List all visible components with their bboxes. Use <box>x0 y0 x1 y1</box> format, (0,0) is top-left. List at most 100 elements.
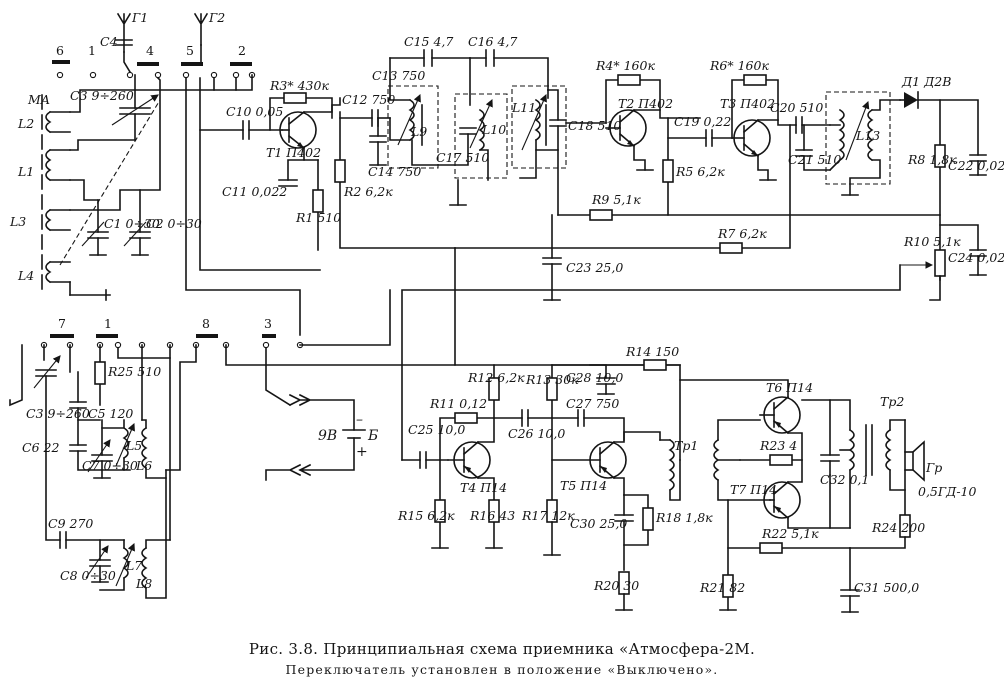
figure-caption-note: Переключатель установлен в положение «Вы… <box>285 662 719 677</box>
capacitor-c6 <box>69 419 131 471</box>
label-r15: R15 6,2к <box>397 508 455 523</box>
label-t1: T1 П402 <box>266 145 321 160</box>
switch-contact-7: 7 <box>58 316 66 331</box>
label-c16: C16 4,7 <box>468 34 517 49</box>
capacitor-c11 <box>278 159 305 187</box>
capacitor-c28 <box>589 364 616 395</box>
label-tr2: Tp2 <box>880 394 904 409</box>
label-c12: C12 750 <box>342 92 395 107</box>
label-c3-upper: C3 9÷260 <box>70 88 134 103</box>
label-r4: R4* 160к <box>595 58 655 73</box>
label-battery: Б <box>367 428 378 444</box>
switch-lower <box>40 334 304 349</box>
resistor-r7 <box>454 124 791 254</box>
label-c20: C20 510 <box>770 100 823 115</box>
battery <box>265 393 366 481</box>
label-c7: C7 0÷30 <box>82 458 138 473</box>
label-tr1: Tp1 <box>674 438 698 453</box>
figure-caption-title: Рис. 3.8. Принципиальная схема приемника… <box>248 640 756 658</box>
label-c28: C28 10,0 <box>566 370 623 385</box>
label-r12: R12 6,2к <box>467 370 525 385</box>
capacitor-c31 <box>840 547 860 613</box>
coils-l5-l6 <box>101 419 167 479</box>
label-r8: R8 1,8к <box>907 152 957 167</box>
resistor-r6 <box>731 74 779 139</box>
transistor-t2 <box>605 108 647 148</box>
label-l9: L9 <box>410 124 427 139</box>
switch-upper <box>52 60 256 79</box>
label-c9: C9 270 <box>48 516 93 531</box>
capacitor-c32 <box>820 454 840 476</box>
transistor-t6 <box>759 395 801 435</box>
resistor-r25 <box>94 344 106 406</box>
label-r2: R2 6,2к <box>343 184 393 199</box>
label-c10: C10 0,05 <box>226 104 283 119</box>
label-c17: C17 510 <box>436 150 489 165</box>
resistor-r14 <box>551 359 681 371</box>
label-r6: R6* 160к <box>709 58 769 73</box>
if-filter-l10 <box>411 57 508 181</box>
transformer-tr1-secondary <box>713 419 771 501</box>
transistor-t3 <box>731 118 771 158</box>
label-l13: L13 <box>855 128 880 143</box>
capacitor-c2 <box>123 189 151 256</box>
capacitor-c16 <box>469 49 549 91</box>
label-r22: R22 5,1к <box>761 526 819 541</box>
resistor-r23 <box>739 454 803 466</box>
label-c11: C11 0,022 <box>222 184 287 199</box>
label-c23: C23 25,0 <box>566 260 623 275</box>
label-c6: C6 22 <box>22 440 59 455</box>
label-r11: R11 0,12 <box>429 396 487 411</box>
label-r18: R18 1,8к <box>655 510 713 525</box>
resistor-r21 <box>719 499 737 611</box>
resistor-r13 <box>546 364 558 501</box>
label-d1: Д1 Д2В <box>901 74 951 89</box>
label-r1: R1 510 <box>295 210 341 225</box>
label-c25: C25 10,0 <box>408 422 465 437</box>
label-r25: R25 510 <box>107 364 161 379</box>
label-r23: R23 4 <box>759 438 797 453</box>
antenna-g2 <box>193 12 209 46</box>
label-c3-lower: C3 9÷260 <box>26 406 90 421</box>
label-r16: R16 43 <box>469 508 515 523</box>
label-r3: R3* 430к <box>269 78 329 93</box>
resistor-r17 <box>543 499 561 556</box>
resistor-r11 <box>439 412 495 461</box>
label-c4: C4 <box>100 34 118 49</box>
transistor-t5 <box>551 440 627 480</box>
capacitor-c10 <box>199 120 283 140</box>
antenna-g1 <box>115 12 133 53</box>
label-c30: C30 25,0 <box>570 516 627 531</box>
label-r14: R14 150 <box>625 344 679 359</box>
label-c18: C18 510 <box>568 118 621 133</box>
label-c31: C31 500,0 <box>854 580 919 595</box>
switch-contact-1-lower: 1 <box>104 316 112 331</box>
capacitor-c25 <box>401 451 449 469</box>
capacitor-c23 <box>542 214 562 301</box>
label-speaker-type: 0,5ГД-10 <box>918 484 976 499</box>
label-c14: C14 750 <box>368 164 421 179</box>
capacitor-c20-c21 <box>795 116 831 171</box>
label-ma: МА <box>27 92 50 107</box>
label-c26: C26 10,0 <box>508 426 565 441</box>
switch-contact-8: 8 <box>202 316 210 331</box>
capacitor-c24 <box>969 249 987 276</box>
label-c1: C1 0÷30 <box>104 216 160 231</box>
transistor-t4 <box>447 440 491 480</box>
resistor-r4 <box>605 74 661 124</box>
label-c13: C13 750 <box>372 68 425 83</box>
label-battery-plus: + <box>356 444 368 460</box>
capacitor-c15 <box>389 49 471 67</box>
if-transformer-l12-l13 <box>825 91 901 196</box>
resistor-r2 <box>334 111 456 249</box>
label-t6: T6 П14 <box>766 380 813 395</box>
label-c24: C24 0,022 <box>948 250 1004 265</box>
transformer-tr1-primary <box>659 438 681 501</box>
capacitor-c12-c14 <box>339 109 391 166</box>
label-speaker: Гр <box>925 460 942 475</box>
capacitor-c1 <box>81 199 109 256</box>
transformer-tr2 <box>829 399 906 529</box>
label-r7: R7 6,2к <box>717 226 767 241</box>
label-t5: T5 П14 <box>560 478 607 493</box>
label-r9: R9 5,1к <box>591 192 641 207</box>
